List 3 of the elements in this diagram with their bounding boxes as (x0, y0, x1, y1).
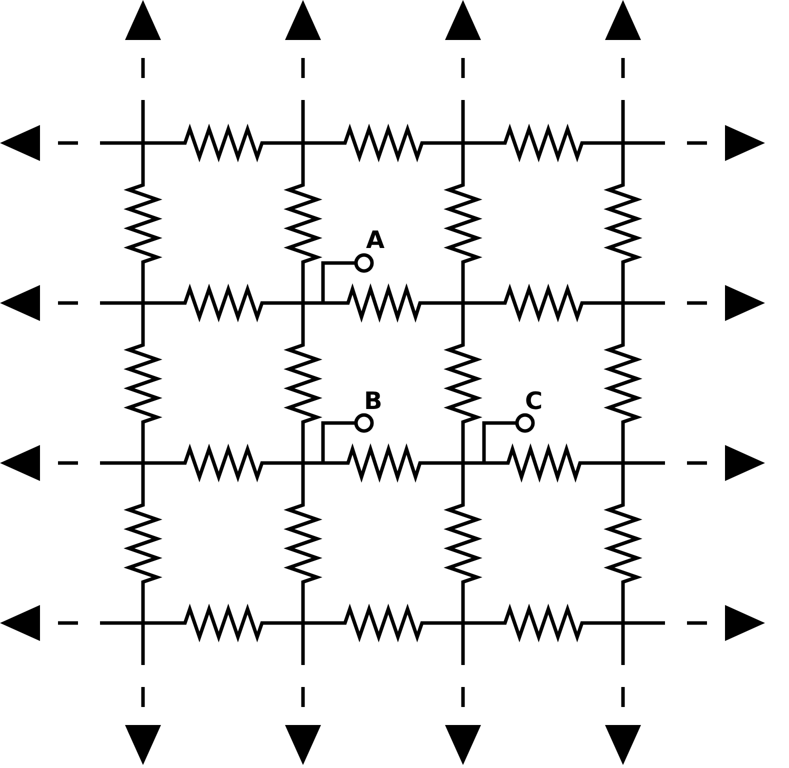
terminal-label: C (525, 389, 543, 413)
terminal-label: A (366, 228, 385, 252)
terminal-label: B (364, 389, 382, 413)
